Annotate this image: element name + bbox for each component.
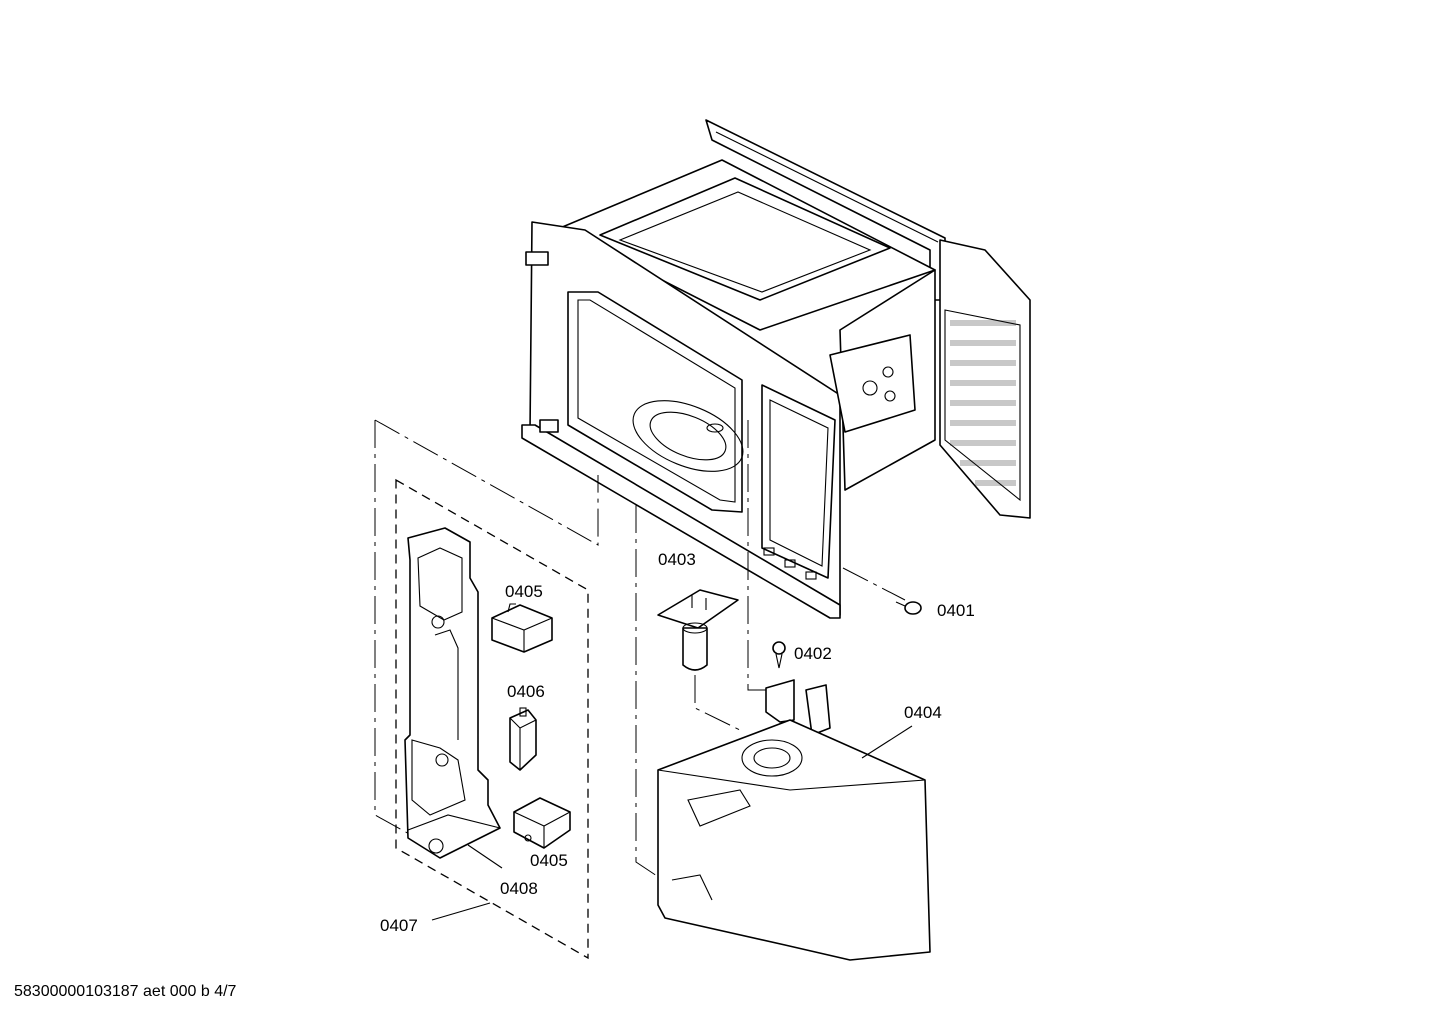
interlock-holder-0408 [404,527,501,859]
callout-0406: 0406 [507,682,545,701]
drawing-reference: 58300000103187 aet 000 b 4/7 [14,983,237,1000]
microswitch-0405-bottom [513,797,571,849]
callout-0408: 0408 [500,879,538,898]
microwave-chassis [521,119,1031,619]
callout-0407: 0407 [380,916,418,935]
lamp-holder-0403 [657,589,739,671]
callout-0404: 0404 [904,703,942,722]
callout-0403: 0403 [658,550,696,569]
screw-0401 [895,601,922,615]
microswitch-0405-top [491,603,553,653]
callout-0401: 0401 [937,601,975,620]
leader-lines [431,725,913,921]
callout-0402: 0402 [794,644,832,663]
microswitch-0406 [509,707,537,771]
air-duct-0404 [657,679,931,961]
callout-0405-bottom: 0405 [530,851,568,870]
screw-0402 [772,641,786,669]
callout-0405-top: 0405 [505,582,543,601]
